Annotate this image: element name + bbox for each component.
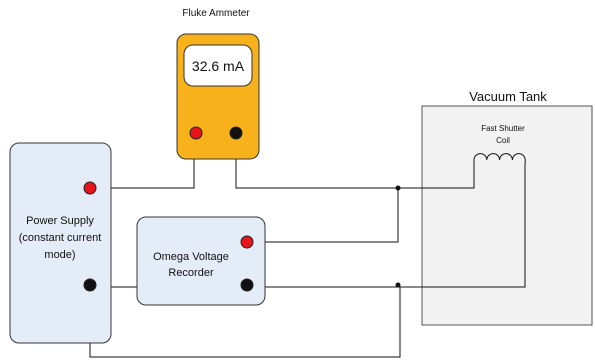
ammeter-positive-terminal [189,126,203,140]
voltage-recorder-label-line-2: Recorder [168,267,214,279]
power-supply-negative-terminal [83,278,97,292]
junction-bottom [395,282,401,288]
voltage-recorder-box [136,216,266,306]
vacuum-tank-title: Vacuum Tank [469,89,547,104]
junction-top [395,185,401,191]
ammeter-reading: 32.6 mA [192,58,245,74]
power-supply-label-line-3: mode) [44,249,75,261]
voltage-recorder-positive-terminal [240,235,254,249]
ammeter-negative-terminal [229,126,243,140]
power-supply-label-line-2: (constant current [19,232,102,244]
ammeter-title: Fluke Ammeter [182,8,250,19]
power-supply-box [9,142,112,344]
power-supply-positive-terminal [83,181,97,195]
coil-label-line-1: Fast Shutter [481,124,525,133]
voltage-recorder-label-line-1: Omega Voltage [153,251,229,263]
voltage-recorder-negative-terminal [240,278,254,292]
wire-ammeter-to-coil [235,133,475,189]
fast-shutter-coil [473,153,526,163]
ammeter-display [183,44,253,87]
power-supply-label-line-1: Power Supply [26,215,94,227]
vacuum-tank [421,105,593,326]
wire-recorder-pos [247,188,399,243]
coil-label-line-2: Coil [496,136,510,145]
